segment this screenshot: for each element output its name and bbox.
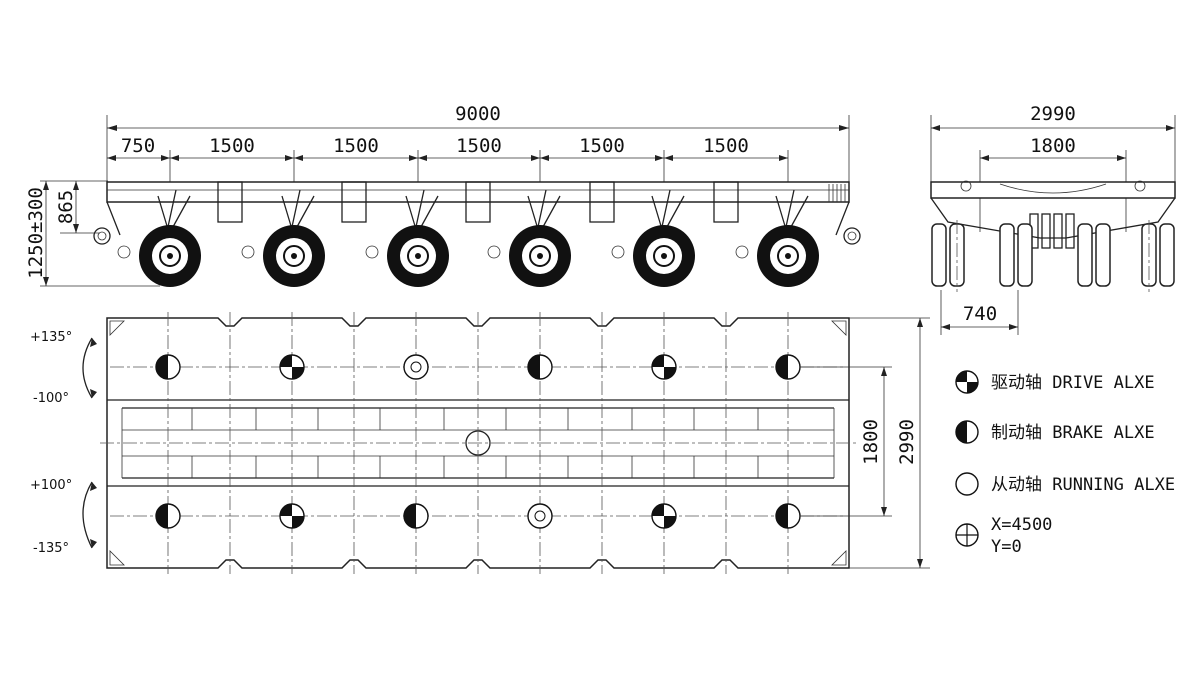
legend-brake-label: 制动轴 BRAKE ALXE xyxy=(991,423,1155,443)
wheel-2 xyxy=(263,225,325,287)
side-wheels xyxy=(139,225,819,287)
axle-bottom-4-running xyxy=(527,503,553,529)
axle-top-6-brake xyxy=(775,354,801,380)
dim-segment-3: 1500 xyxy=(456,135,502,157)
axle-top-3-running xyxy=(403,354,429,380)
wheel-6 xyxy=(757,225,819,287)
wheel-3 xyxy=(387,225,449,287)
axle-centerlines xyxy=(110,312,846,574)
dim-segment-750: 750 xyxy=(121,135,155,157)
axle-top-2-drive xyxy=(279,354,305,380)
dim-overall-width: 2990 xyxy=(1030,103,1076,125)
dim-axle-track: 1800 xyxy=(1030,135,1076,157)
legend-brake: 制动轴 BRAKE ALXE xyxy=(955,420,1155,444)
towing-eye-rear xyxy=(843,227,861,245)
axle-bottom-2-drive xyxy=(279,503,305,529)
legend-center: X=4500 Y=0 xyxy=(955,515,1052,557)
legend: 驱动轴 DRIVE ALXE 制动轴 BRAKE ALXE 从动轴 RUNNIN… xyxy=(955,370,1175,557)
axle-top-1-brake xyxy=(155,354,181,380)
steering-arcs: +135° -100° +100° -135° xyxy=(30,330,97,556)
legend-drive-label: 驱动轴 DRIVE ALXE xyxy=(991,373,1155,393)
angle-front-top: +135° xyxy=(30,330,72,345)
hydraulic-cylinders xyxy=(1029,213,1075,249)
dim-segment-1: 1500 xyxy=(209,135,255,157)
towing-eye-front xyxy=(93,227,111,245)
axle-symbols-top xyxy=(155,354,801,380)
angle-front-bottom: -100° xyxy=(33,391,69,406)
dim-segment-4: 1500 xyxy=(579,135,625,157)
running-axle-icon xyxy=(955,472,979,496)
dim-height-deck: 865 xyxy=(55,190,77,224)
legend-drive: 驱动轴 DRIVE ALXE xyxy=(955,370,1155,394)
legend-center-x: X=4500 xyxy=(991,515,1052,535)
wheel-5 xyxy=(633,225,695,287)
wheel-4 xyxy=(509,225,571,287)
drive-axle-icon xyxy=(955,370,979,394)
dim-overall-length: 9000 xyxy=(455,103,501,125)
end-view: 2990 1800 740 xyxy=(930,103,1176,335)
legend-running-label: 从动轴 RUNNING ALXE xyxy=(991,475,1175,495)
dim-height-range: 1250±300 xyxy=(25,187,47,279)
angle-rear-top: +100° xyxy=(30,478,72,493)
dim-plan-inner-width: 1800 xyxy=(860,419,882,465)
dim-segment-5: 1500 xyxy=(703,135,749,157)
axle-top-4-brake xyxy=(527,354,553,380)
center-point-icon xyxy=(955,523,979,547)
brake-axle-icon xyxy=(955,420,979,444)
axle-bottom-5-drive xyxy=(651,503,677,529)
angle-rear-bottom: -135° xyxy=(33,541,69,556)
dim-tyre-spacing: 740 xyxy=(963,303,997,325)
dim-plan-outer-width: 2990 xyxy=(896,419,918,465)
legend-center-y: Y=0 xyxy=(991,537,1022,557)
axle-symbols-bottom xyxy=(155,503,801,529)
dim-segment-2: 1500 xyxy=(333,135,379,157)
axle-bottom-1-brake xyxy=(155,503,181,529)
axle-top-5-drive xyxy=(651,354,677,380)
side-view: 9000 750 1500 1500 1500 1500 1500 1250±3… xyxy=(25,103,861,287)
wheel-1 xyxy=(139,225,201,287)
axle-bottom-6-brake xyxy=(775,503,801,529)
plan-view: 1800 2990 +135° -100° +100° -135° xyxy=(30,312,930,574)
axle-bottom-3-brake xyxy=(403,503,429,529)
end-deck xyxy=(930,181,1176,199)
legend-running: 从动轴 RUNNING ALXE xyxy=(955,472,1175,496)
end-tyres xyxy=(931,220,1175,292)
